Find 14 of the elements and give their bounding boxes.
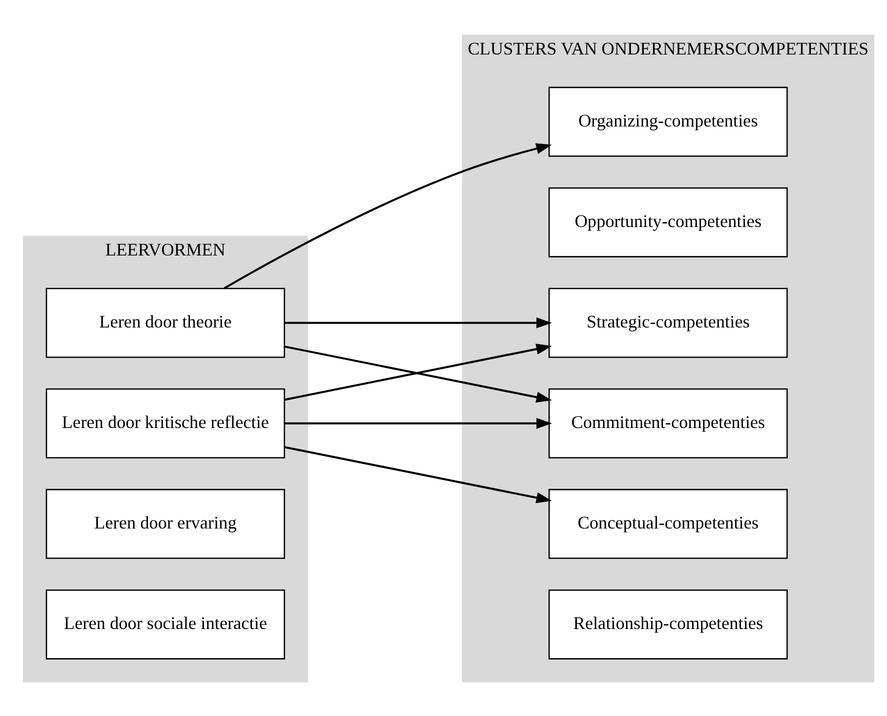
arrow: [284, 446, 552, 503]
node-box: Leren door kritische reflectie: [46, 388, 286, 458]
node-box: Organizing-competenties: [548, 86, 788, 156]
arrow: [224, 142, 552, 289]
node-box: Conceptual-competenties: [548, 488, 788, 558]
node-box: Leren door sociale interactie: [46, 588, 286, 659]
arrow: [284, 316, 552, 328]
node-box: Relationship-competenties: [548, 588, 788, 659]
node-box: Commitment-competenties: [548, 388, 788, 458]
node-box: Strategic-competenties: [548, 287, 788, 358]
node-box: Leren door ervaring: [46, 488, 286, 558]
node-box: Opportunity-competenties: [548, 186, 788, 257]
node-box: Leren door theorie: [46, 287, 286, 358]
arrow: [284, 417, 552, 428]
